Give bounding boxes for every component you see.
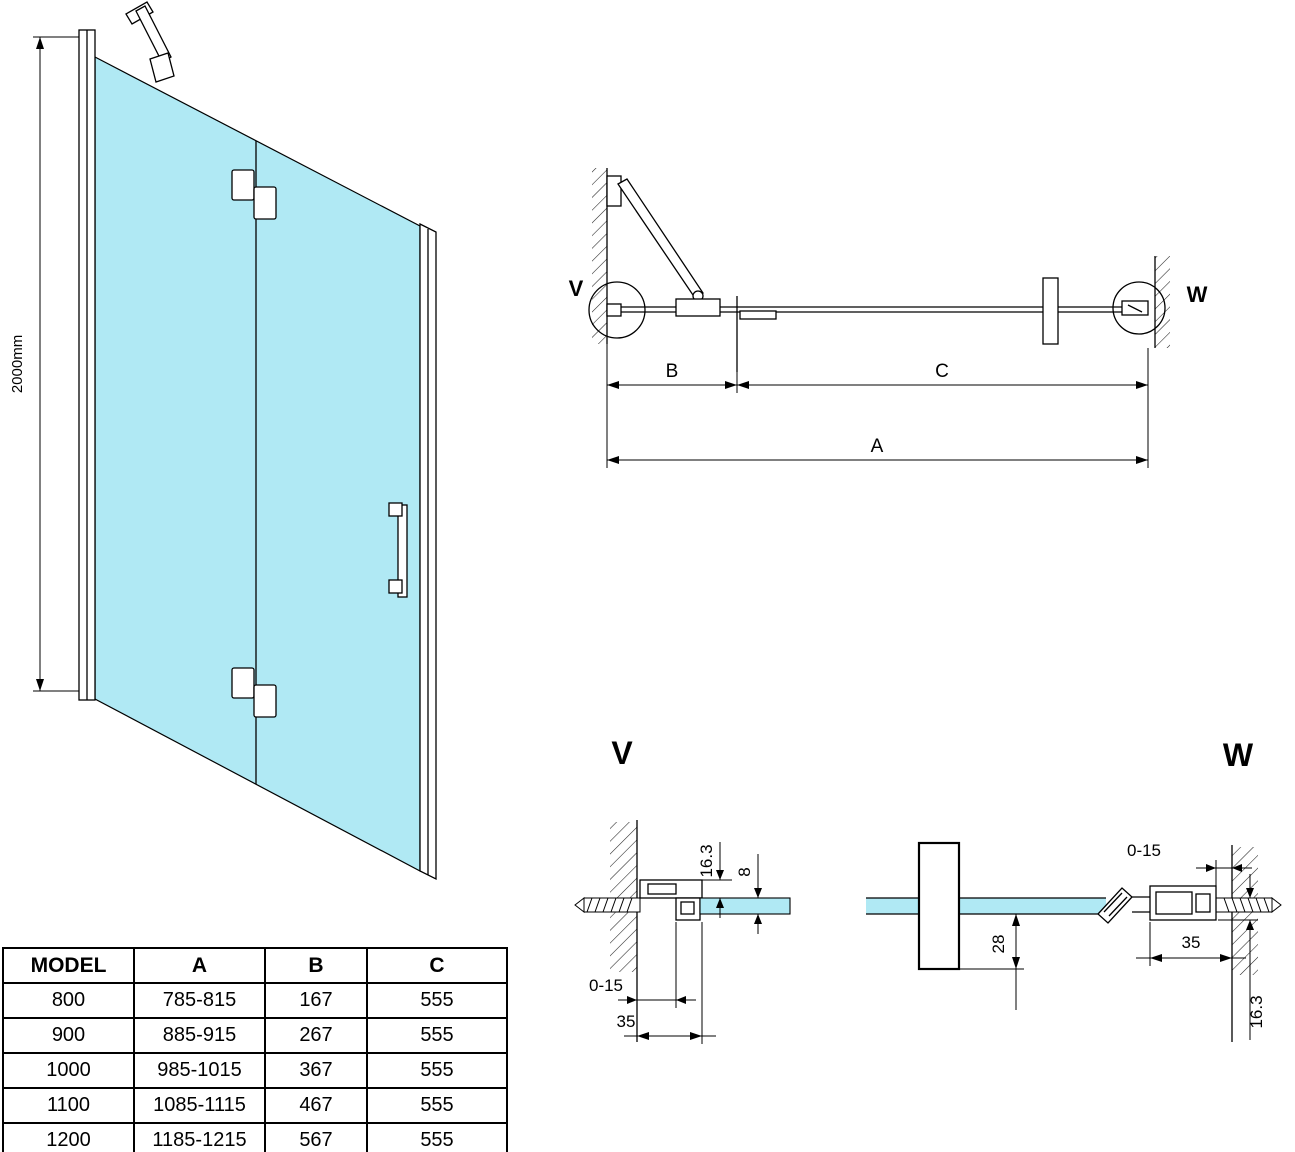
dim-w-35: 35: [1182, 933, 1201, 952]
cell-b: 367: [264, 1052, 368, 1089]
model-dimensions-table: MODEL A B C 800 785-815 167 555 900 885-…: [2, 947, 508, 1152]
plan-hinge-block: [675, 298, 721, 317]
glass-panel: [94, 56, 421, 872]
door-handle: [388, 502, 408, 598]
cell-model: 800: [2, 982, 135, 1019]
cell-c: 555: [366, 1087, 508, 1124]
col-header-c: C: [366, 947, 508, 984]
table-row: 800 785-815 167 555: [2, 982, 508, 1019]
wall-profile-w: [1149, 885, 1217, 921]
cell-c: 555: [366, 1122, 508, 1152]
flipper-block: [917, 841, 961, 971]
cell-a: 885-915: [133, 1017, 266, 1054]
table-row: 900 885-915 267 555: [2, 1017, 508, 1054]
dim-w-015: 0-15: [1127, 841, 1161, 860]
dim-b-label: B: [666, 361, 679, 382]
cell-c: 555: [366, 1052, 508, 1089]
cell-model: 1200: [2, 1122, 135, 1152]
col-header-b: B: [264, 947, 368, 984]
detail-w-marker: W: [1187, 282, 1208, 307]
screw-v: [574, 896, 641, 914]
left-wall-hatch: [592, 168, 607, 344]
hinge-top: [231, 169, 277, 220]
detail-w: W: [866, 737, 1282, 1042]
dim-w-163: 16.3: [1247, 995, 1266, 1028]
dim-v-8: 8: [735, 867, 754, 876]
dim-a-label: A: [871, 436, 884, 457]
cell-b: 167: [264, 982, 368, 1019]
hinge-bottom: [231, 667, 277, 718]
detail-v-marker: V: [569, 276, 584, 301]
detail-w-dimensions: 0-15 35 28 16.3: [959, 841, 1266, 1040]
cell-a: 985-1015: [133, 1052, 266, 1089]
dim-w-28: 28: [989, 935, 1008, 954]
cell-a: 1185-1215: [133, 1122, 266, 1152]
col-header-model: MODEL: [2, 947, 135, 984]
table-row: 1000 985-1015 367 555: [2, 1052, 508, 1089]
dim-c-label: C: [935, 361, 949, 382]
plan-view: V W B C A: [569, 168, 1208, 468]
glass-v: [699, 897, 791, 915]
plan-handle: [1042, 277, 1059, 345]
table-row: 1100 1085-1115 467 555: [2, 1087, 508, 1124]
detail-v-title: V: [611, 735, 633, 771]
plan-wall-profile-w: [1121, 300, 1149, 316]
plan-flipper: [739, 310, 777, 320]
cell-c: 555: [366, 1017, 508, 1054]
right-wall-hatch: [1155, 256, 1170, 348]
dim-v-163: 16.3: [697, 844, 716, 877]
plan-dimensions: B C A: [606, 320, 1149, 468]
detail-w-circle: [1112, 281, 1166, 335]
dim-v-35: 35: [617, 1012, 636, 1031]
screw-w: [1215, 896, 1282, 914]
table-row: 1200 1185-1215 567 555: [2, 1122, 508, 1152]
glass-w: [866, 898, 1106, 914]
plan-wall-plate-v: [606, 303, 622, 317]
detail-v: V 16.3: [574, 735, 791, 1044]
wall-mount-bracket: [125, 1, 175, 83]
cell-model: 1100: [2, 1087, 135, 1124]
cell-b: 567: [264, 1122, 368, 1152]
spec-table: MODEL A B C 800 785-815 167 555 900 885-…: [2, 947, 508, 1152]
cell-a: 1085-1115: [133, 1087, 266, 1124]
table-header-row: MODEL A B C: [2, 947, 508, 984]
height-dimension-label: 2000mm: [9, 335, 26, 393]
cell-c: 555: [366, 982, 508, 1019]
cell-model: 900: [2, 1017, 135, 1054]
cell-b: 467: [264, 1087, 368, 1124]
dim-v-015: 0-15: [589, 976, 623, 995]
height-dimension: 2000mm: [9, 36, 79, 692]
cell-model: 1000: [2, 1052, 135, 1089]
detail-w-title: W: [1223, 737, 1254, 773]
detail-v-dimensions: 16.3 8 0-15 35: [589, 842, 762, 1044]
front-view: 2000mm: [9, 1, 437, 881]
cell-a: 785-815: [133, 982, 266, 1019]
detail-v-circle: [588, 281, 646, 339]
cell-b: 267: [264, 1017, 368, 1054]
detail-v-wall-hatch: [610, 822, 637, 972]
col-header-a: A: [133, 947, 266, 984]
